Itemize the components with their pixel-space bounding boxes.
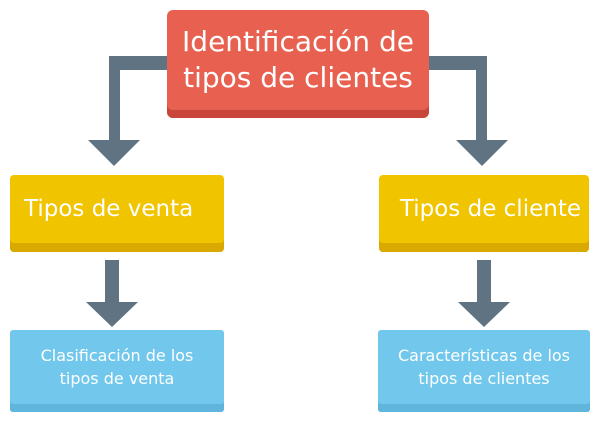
branch-node-label: Tipos de cliente (399, 196, 581, 222)
connector-left-branch-to-leaf (105, 260, 119, 302)
root-node: Identificación de tipos de clientes (167, 10, 429, 118)
root-node-label: Identificación de tipos de clientes (182, 25, 414, 94)
leaf-node-caracteristicas: Características de los tipos de clientes (378, 330, 590, 412)
branch-node-tipos-de-cliente: Tipos de cliente (379, 175, 589, 252)
arrowhead-right-top (456, 140, 508, 166)
branch-node-tipos-de-venta: Tipos de venta (10, 175, 224, 252)
arrowhead-left-bottom (86, 302, 138, 327)
connector-root-to-right (429, 56, 487, 140)
connector-root-to-left (109, 56, 167, 140)
arrowhead-left-top (88, 140, 140, 166)
leaf-node-label: Clasificación de los tipos de venta (40, 346, 194, 388)
leaf-node-clasificacion: Clasificación de los tipos de venta (10, 330, 224, 412)
leaf-node-label: Características de los tipos de clientes (397, 346, 571, 388)
branch-node-label: Tipos de venta (24, 196, 194, 222)
connector-right-branch-to-leaf (477, 260, 491, 302)
arrowhead-right-bottom (458, 302, 510, 327)
